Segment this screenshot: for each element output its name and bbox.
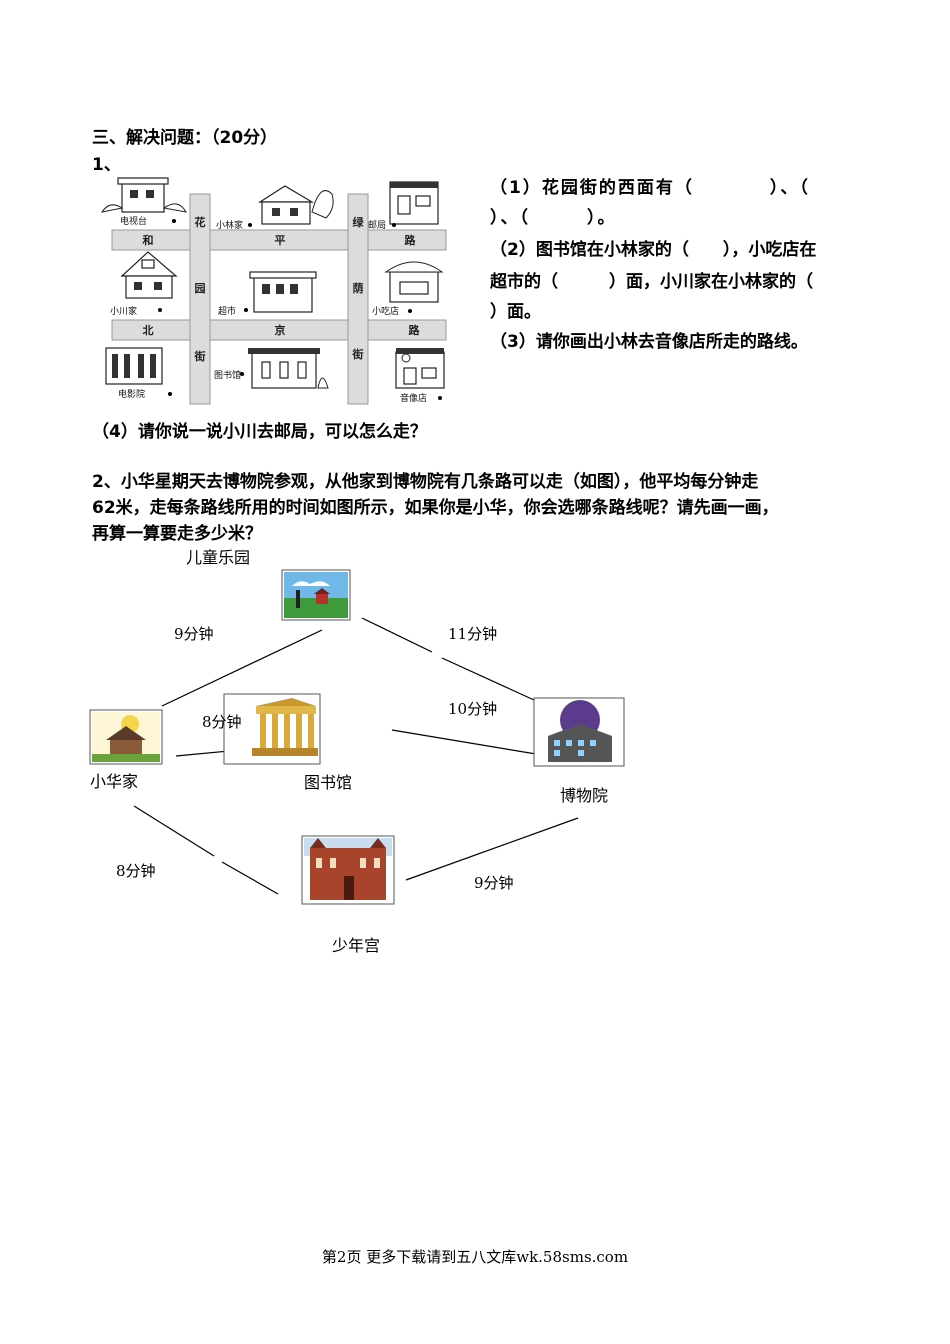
route-library-museum — [391, 729, 537, 755]
page-footer: 第2页 更多下载请到五八文库wk.58sms.com — [321, 1248, 629, 1266]
road-char: 和 — [143, 233, 154, 247]
museum-picture — [533, 697, 625, 767]
time-palace-museum: 9分钟 — [474, 874, 514, 892]
route-playground-museum-b — [441, 657, 535, 701]
road-char: 路 — [409, 323, 421, 337]
road-char: 街 — [352, 347, 364, 361]
building-label: 邮局 — [368, 219, 386, 231]
time-library-museum: 10分钟 — [448, 700, 497, 718]
route-palace-museum — [405, 817, 579, 881]
route-diagram: 儿童乐园 小华家 图书馆 博物院 少年宫 9分钟 11分钟 8分钟 10分钟 8… — [89, 548, 625, 955]
building-label: 小林家 — [216, 219, 243, 231]
q1-part2-line2: 超市的（ ）面，小川家在小林家的（ — [490, 272, 813, 292]
building-label: 图书馆 — [214, 369, 241, 381]
time-home-library: 8分钟 — [202, 713, 242, 731]
question-1-number: 1、 — [92, 155, 121, 175]
video-store-icon — [395, 348, 445, 389]
road-char: 荫 — [353, 281, 364, 295]
road-char: 花 — [195, 215, 206, 229]
place-label-youth-palace: 少年宫 — [332, 936, 380, 955]
supermarket-icon — [249, 271, 317, 313]
q1-part1-line1: （1）花园街的西面有（ ）、（ — [490, 178, 810, 198]
building-label: 电影院 — [118, 388, 145, 400]
q2-line3: 再算一算要走多少米？ — [92, 524, 262, 544]
tv-station-icon — [100, 177, 187, 213]
time-playground-museum: 11分钟 — [448, 625, 497, 643]
q2-line1: 2、小华星期天去博物院参观，从他家到博物院有几条路可以走（如图），他平均每分钟走 — [92, 472, 759, 492]
road-char: 京 — [275, 323, 286, 337]
road-char: 平 — [275, 234, 286, 247]
snack-shop-icon — [384, 261, 444, 303]
library-icon — [248, 348, 329, 389]
q2-line2: 62米，走每条路线所用的时间如图所示，如果你是小华，你会选哪条路线呢？请先画一画… — [92, 498, 779, 518]
xiaochuan-home-icon — [120, 251, 178, 299]
xiaohua-home-picture — [89, 709, 163, 765]
route-playground-museum-a — [361, 617, 433, 653]
route-home-palace-b — [221, 861, 279, 895]
road-huayuan — [189, 193, 211, 405]
place-label-playground: 儿童乐园 — [186, 548, 250, 567]
q1-part2-line3: ）面。 — [490, 302, 541, 322]
time-home-palace: 8分钟 — [116, 862, 156, 880]
road-char: 绿 — [353, 215, 365, 229]
road-char: 路 — [405, 233, 417, 247]
q1-part3: （3）请你画出小林去音像店所走的路线。 — [490, 332, 808, 352]
q1-part1-line2: ）、（ ）。 — [490, 208, 617, 228]
building-label: 小吃店 — [372, 305, 399, 317]
street-map: 和 平 路 北 京 路 花 园 街 绿 荫 街 电视台 小林家 邮局 — [100, 177, 447, 405]
road-char: 街 — [194, 349, 206, 363]
building-label: 超市 — [218, 305, 236, 317]
place-label-museum: 博物院 — [560, 786, 608, 805]
section-title: 三、解决问题：（20分） — [92, 128, 278, 148]
road-lvyin — [347, 193, 369, 405]
library-picture — [223, 693, 321, 765]
building-label: 电视台 — [120, 215, 147, 227]
cinema-icon — [105, 347, 163, 385]
route-home-palace-a — [133, 805, 215, 857]
xiaolin-home-icon — [257, 185, 334, 225]
road-char: 北 — [143, 323, 154, 337]
route-home-playground — [161, 629, 323, 707]
q1-part2-line1: （2）图书馆在小林家的（ ），小吃店在 — [490, 240, 817, 260]
post-office-icon — [389, 181, 439, 225]
time-home-playground: 9分钟 — [174, 625, 214, 643]
youth-palace-picture — [301, 835, 395, 905]
building-label: 小川家 — [110, 305, 137, 317]
playground-picture — [281, 569, 351, 621]
road-char: 园 — [195, 282, 206, 295]
place-label-home: 小华家 — [90, 772, 138, 791]
place-label-library: 图书馆 — [304, 773, 352, 792]
building-label: 音像店 — [400, 392, 427, 404]
q1-part4: （4）请你说一说小川去邮局，可以怎么走？ — [92, 422, 427, 442]
